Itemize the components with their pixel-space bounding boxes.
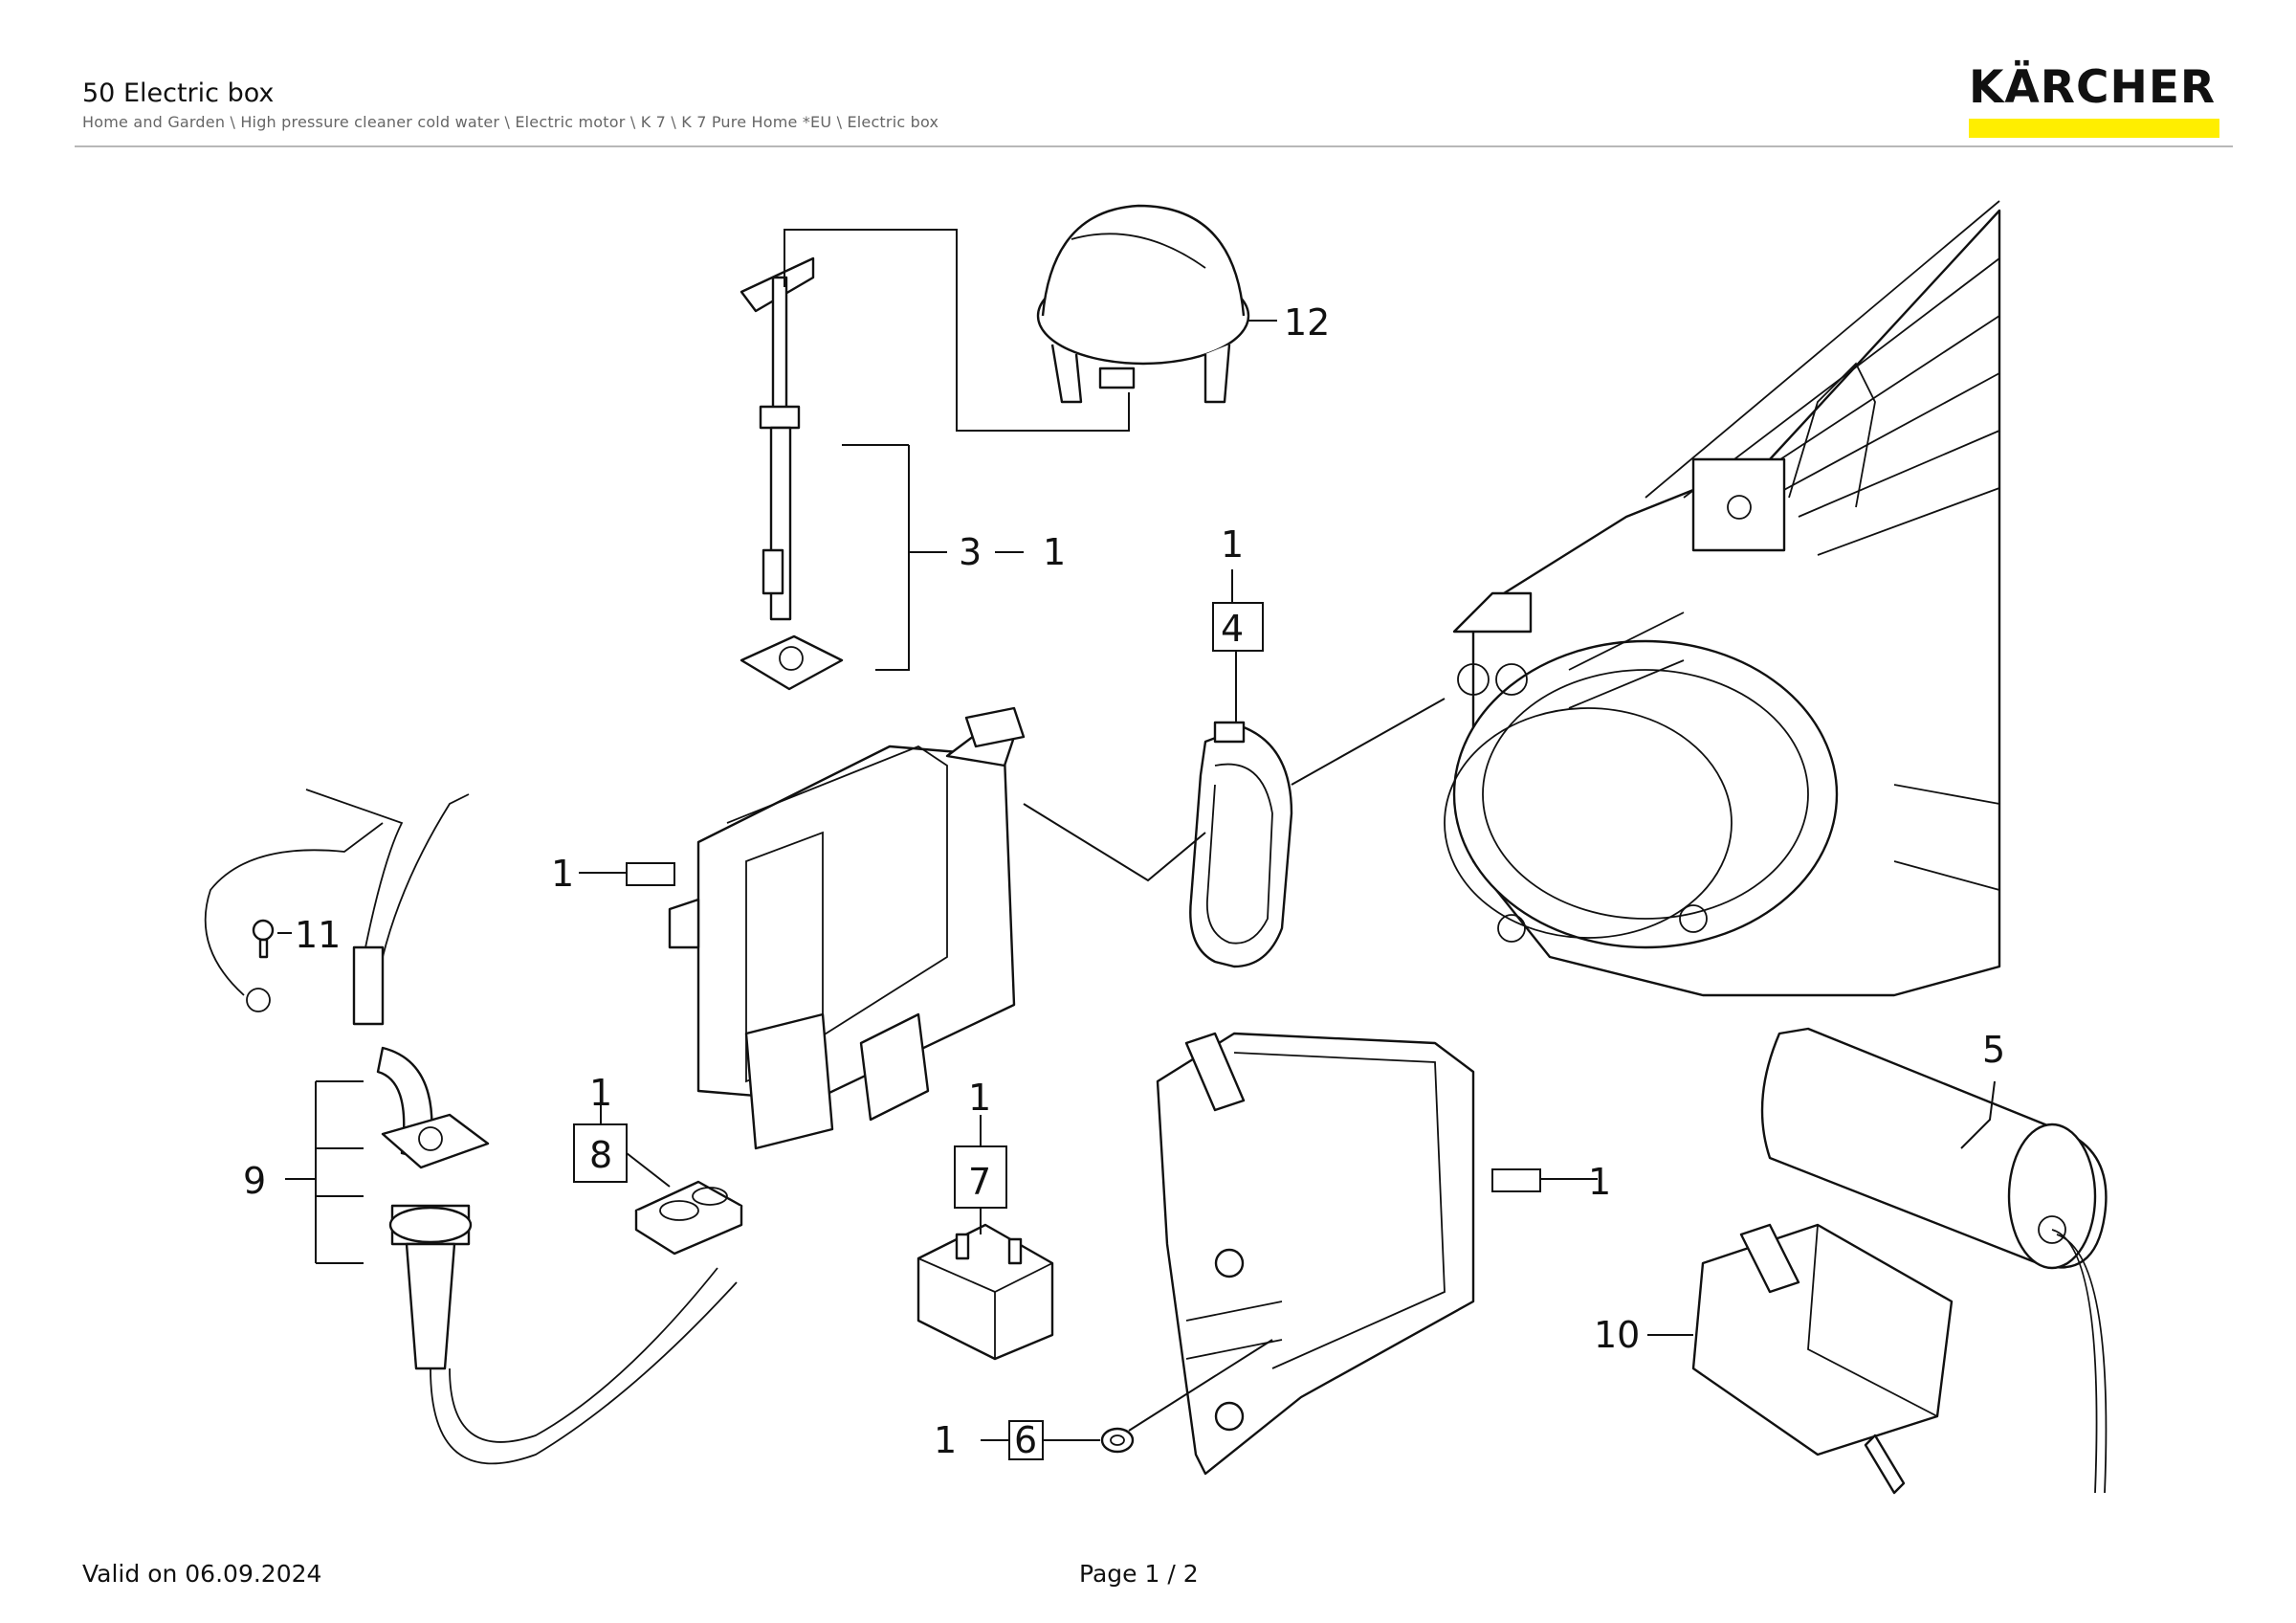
part-1-electric-box [668,706,1026,1150]
callout-11: 11 [295,914,341,956]
part-11-screw [246,919,275,1012]
page-title: 50 Electric box [82,78,275,108]
part-3-pin-assembly [740,256,844,691]
callout-10: 10 [1594,1314,1640,1356]
part-10-holder [1691,1223,1954,1495]
callout-6: 6 [1014,1419,1037,1461]
logo-yellow-bar [1969,119,2219,138]
part-8-gasket [634,1180,743,1256]
part-1-switch-housing [1156,1032,1475,1476]
callout-3-qty: 1 [1043,531,1066,573]
part-9-cable-grommet [204,789,738,1465]
valid-date: Valid on 06.09.2024 [82,1560,322,1588]
callout-6-qty: 1 [934,1419,957,1461]
breadcrumb: Home and Garden \ High pressure cleaner … [82,113,939,131]
logo-wordmark: KÄRCHER [1969,61,2217,114]
part-7-switch [916,1223,1054,1361]
callout-12: 12 [1284,301,1330,344]
part-5-capacitor [1760,1027,2108,1494]
leader-lines [277,229,1996,1460]
motor-housing [1444,200,2001,997]
part-6-grommet [1100,1427,1135,1454]
callout-8: 8 [589,1134,612,1176]
callout-1-switch-housing: 1 [1588,1161,1611,1203]
karcher-logo: KÄRCHER [1969,63,2219,138]
callout-7-qty: 1 [968,1077,991,1119]
callout-9: 9 [243,1160,266,1202]
callout-7: 7 [968,1161,991,1203]
part-4-seal-ring [1189,721,1293,968]
header-divider [75,145,2233,147]
callout-4: 4 [1221,608,1244,650]
callout-5: 5 [1982,1029,2005,1071]
page-number: Page 1 / 2 [1079,1560,1199,1588]
callout-1-electric-box: 1 [551,853,574,895]
callout-4-qty: 1 [1221,523,1244,566]
callout-labels: 12 3 1 1 4 1 11 1 8 1 7 1 5 9 10 1 6 [243,301,2005,1461]
part-12-knob [1036,204,1250,404]
callout-8-qty: 1 [589,1072,612,1114]
callout-3: 3 [959,531,982,573]
